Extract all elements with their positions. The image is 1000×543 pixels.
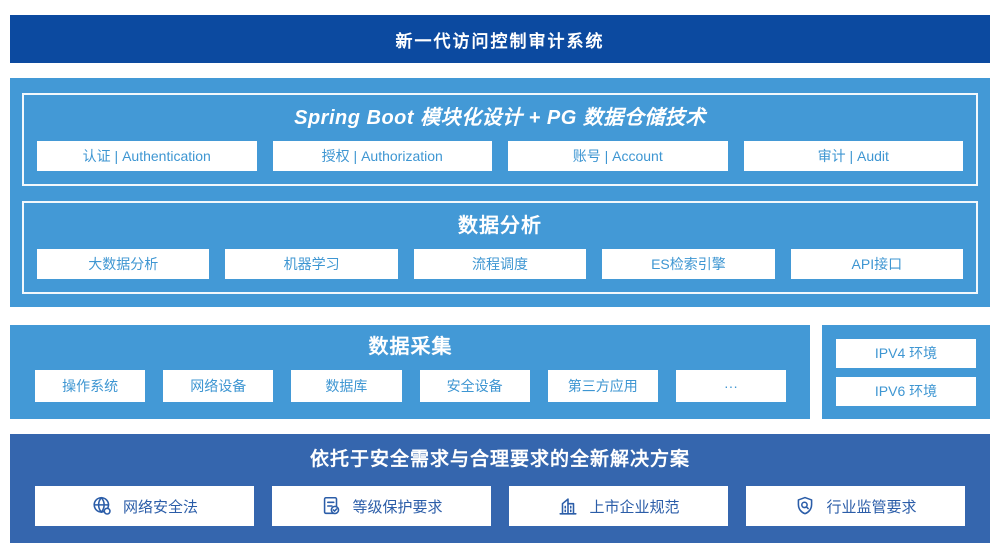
solution-item-label: 行业监管要求	[826, 498, 917, 516]
spring-boot-module-row: 认证 | Authentication 授权 | Authorization 账…	[37, 141, 963, 171]
solution-item-row: 网络安全法 等级保护要求	[35, 486, 965, 526]
document-check-icon	[320, 495, 342, 517]
data-analysis-section: 数据分析 大数据分析 机器学习 流程调度 ES检索引擎 API接口	[22, 201, 978, 294]
solution-item-label: 上市企业规范	[589, 498, 680, 516]
solution-item-label: 网络安全法	[122, 498, 198, 516]
source-database: 数据库	[291, 370, 402, 402]
spring-boot-section: Spring Boot 模块化设计 + PG 数据仓储技术 认证 | Authe…	[22, 93, 978, 186]
solution-item-industry-regulation: 行业监管要求	[746, 486, 965, 526]
module-machine-learning: 机器学习	[225, 249, 398, 279]
module-es-search-engine: ES检索引擎	[602, 249, 775, 279]
page-title: 新一代访问控制审计系统	[395, 31, 605, 51]
platform-container: Spring Boot 模块化设计 + PG 数据仓储技术 认证 | Authe…	[10, 78, 990, 307]
data-collection-section: 数据采集 操作系统 网络设备 数据库 安全设备 第三方应用 ···	[10, 325, 810, 419]
module-authentication: 认证 | Authentication	[37, 141, 257, 171]
data-analysis-section-title: 数据分析	[458, 215, 542, 237]
source-more-ellipsis: ···	[675, 370, 787, 402]
source-operating-system: 操作系统	[35, 370, 146, 402]
solution-item-label: 等级保护要求	[352, 498, 443, 516]
source-security-device: 安全设备	[419, 370, 530, 402]
middle-row: 数据采集 操作系统 网络设备 数据库 安全设备 第三方应用 ··· IPV4 环…	[10, 325, 990, 419]
module-api-interface: API接口	[790, 249, 964, 279]
page-title-banner: 新一代访问控制审计系统	[10, 15, 990, 63]
shield-search-icon	[794, 495, 816, 517]
solution-item-cybersecurity-law: 网络安全法	[35, 486, 254, 526]
source-third-party-app: 第三方应用	[547, 370, 658, 402]
solution-item-listed-company: 上市企业规范	[509, 486, 728, 526]
source-network-device: 网络设备	[163, 370, 274, 402]
diagram-root: 新一代访问控制审计系统 Spring Boot 模块化设计 + PG 数据仓储技…	[10, 15, 990, 543]
building-icon	[557, 495, 579, 517]
solution-section: 依托于安全需求与合理要求的全新解决方案 网络安全法	[10, 434, 990, 543]
globe-icon	[91, 495, 113, 517]
spring-boot-section-title: Spring Boot 模块化设计 + PG 数据仓储技术	[294, 107, 706, 129]
module-account: 账号 | Account	[508, 141, 728, 171]
env-ipv6: IPV6 环境	[836, 376, 976, 406]
data-collection-section-title: 数据采集	[368, 336, 453, 358]
solution-item-graded-protection: 等级保护要求	[272, 486, 491, 526]
data-analysis-module-row: 大数据分析 机器学习 流程调度 ES检索引擎 API接口	[37, 249, 964, 279]
data-collection-source-row: 操作系统 网络设备 数据库 安全设备 第三方应用 ···	[35, 370, 787, 402]
module-authorization: 授权 | Authorization	[272, 141, 492, 171]
module-big-data-analysis: 大数据分析	[37, 249, 210, 279]
module-process-scheduling: 流程调度	[413, 249, 587, 279]
module-audit: 审计 | Audit	[743, 141, 963, 171]
solution-section-title: 依托于安全需求与合理要求的全新解决方案	[309, 449, 690, 470]
environment-panel: IPV4 环境 IPV6 环境	[822, 325, 990, 419]
env-ipv4: IPV4 环境	[836, 338, 976, 368]
